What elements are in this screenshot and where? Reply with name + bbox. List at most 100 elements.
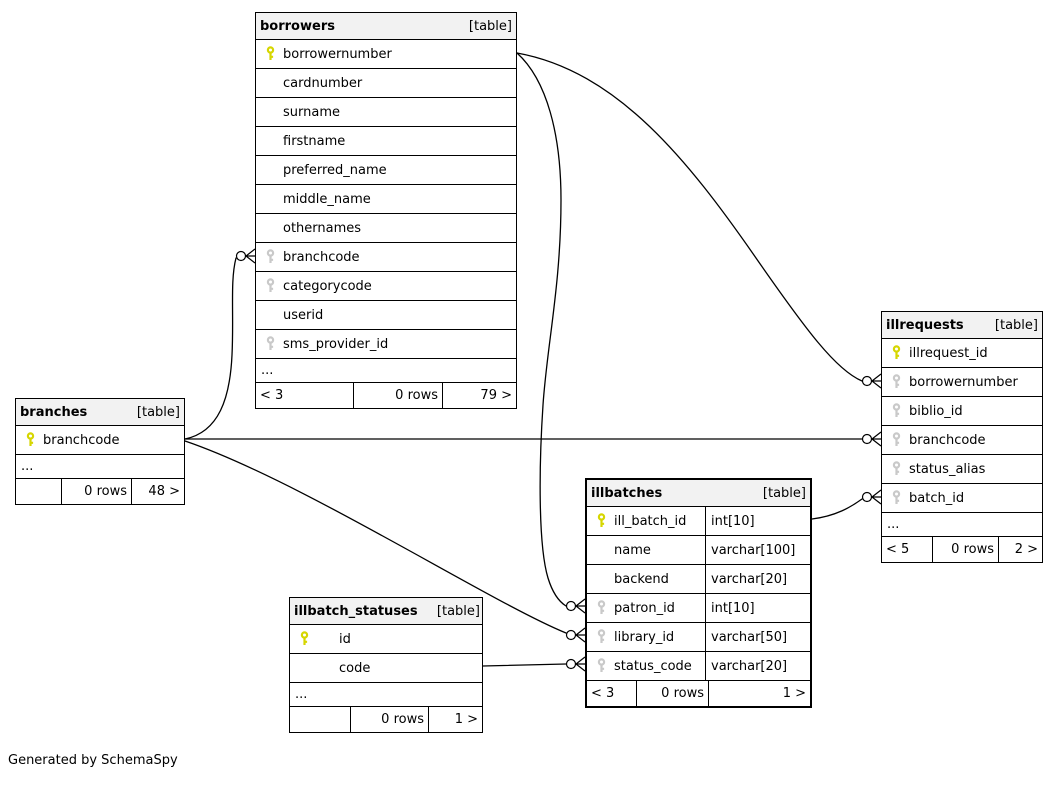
column-name: backend <box>614 571 669 587</box>
table-title[interactable]: borrowers <box>260 18 335 34</box>
crows-foot-icon <box>871 373 882 389</box>
column-row-batch-id: batch_id <box>882 484 1042 513</box>
table-title[interactable]: branches <box>20 404 88 420</box>
table-footer: < 3 0 rows 79 > <box>256 383 516 408</box>
table-header[interactable]: illrequests [table] <box>882 312 1042 339</box>
column-type: varchar[20] <box>705 652 810 680</box>
column-name: biblio_id <box>909 403 963 419</box>
column-row-middle-name: middle_name <box>256 185 516 214</box>
row-count: 0 rows <box>933 537 999 562</box>
column-name: batch_id <box>909 490 965 506</box>
column-name: status_code <box>614 658 692 674</box>
hidden-columns-right: 79 > <box>480 388 512 403</box>
table-header[interactable]: illbatch_statuses [table] <box>290 598 482 625</box>
primary-key-icon <box>888 345 904 361</box>
table-footer: < 5 0 rows 2 > <box>882 537 1042 562</box>
column-row-othernames: othernames <box>256 214 516 243</box>
foreign-key-icon <box>262 249 278 265</box>
more-columns-ellipsis: ... <box>16 455 184 479</box>
foreign-key-icon <box>262 278 278 294</box>
table-type-badge: [table] <box>468 18 512 34</box>
column-name: borrowernumber <box>909 374 1018 390</box>
column-row-branchcode: branchcode <box>256 243 516 272</box>
table-illbatches[interactable]: illbatches [table] ill_batch_id int[10] … <box>585 478 812 708</box>
row-count: 0 rows <box>354 383 443 408</box>
crows-foot-icon <box>575 598 586 614</box>
table-illrequests[interactable]: illrequests [table] illrequest_id borrow… <box>881 311 1043 563</box>
zero-one-circle <box>861 375 873 387</box>
zero-one-circle <box>565 658 577 670</box>
zero-one-circle <box>565 629 577 641</box>
more-columns-ellipsis: ... <box>882 513 1042 537</box>
column-name: userid <box>283 307 324 323</box>
table-title[interactable]: illbatches <box>591 485 663 501</box>
hidden-columns-right: 1 > <box>454 712 478 727</box>
column-name: cardnumber <box>283 75 363 91</box>
column-row-status-alias: status_alias <box>882 455 1042 484</box>
primary-key-icon <box>593 513 609 529</box>
crows-foot-icon <box>575 656 586 672</box>
column-name: name <box>614 542 651 558</box>
column-row-patron-id: patron_id int[10] <box>587 594 810 623</box>
column-row-ill-batch-id: ill_batch_id int[10] <box>587 507 810 536</box>
table-type-badge: [table] <box>436 603 480 619</box>
row-count: 0 rows <box>637 681 709 706</box>
table-header[interactable]: illbatches [table] <box>587 480 810 507</box>
table-illbatch-statuses[interactable]: illbatch_statuses [table] id code ... 0 … <box>289 597 483 733</box>
column-row-borrowernumber: borrowernumber <box>882 368 1042 397</box>
column-type: int[10] <box>705 507 810 535</box>
table-type-badge: [table] <box>136 404 180 420</box>
column-name: id <box>339 631 351 647</box>
table-borrowers[interactable]: borrowers [table] borrowernumber cardnum… <box>255 12 517 409</box>
column-name: status_alias <box>909 461 986 477</box>
more-columns-ellipsis: ... <box>256 359 516 383</box>
row-count: 0 rows <box>62 479 132 504</box>
column-name: branchcode <box>43 432 120 448</box>
crows-foot-icon <box>871 431 882 447</box>
foreign-key-icon <box>593 629 609 645</box>
table-branches[interactable]: branches [table] branchcode ... 0 rows 4… <box>15 398 185 505</box>
foreign-key-icon <box>262 336 278 352</box>
column-row-code: code <box>290 654 482 683</box>
column-type: int[10] <box>705 594 810 622</box>
primary-key-icon <box>22 432 38 448</box>
zero-one-circle <box>235 250 247 262</box>
relationship-line-illbatchstatuses-illbatches <box>482 663 567 667</box>
column-name: categorycode <box>283 278 372 294</box>
column-name: preferred_name <box>283 162 387 178</box>
column-row-status-code: status_code varchar[20] <box>587 652 810 681</box>
hidden-columns-left: < 3 <box>587 681 637 706</box>
column-name: borrowernumber <box>283 46 392 62</box>
column-name: branchcode <box>909 432 986 448</box>
hidden-columns-right: 48 > <box>148 484 180 499</box>
more-columns-ellipsis: ... <box>290 683 482 707</box>
column-row-sms-provider-id: sms_provider_id <box>256 330 516 359</box>
relationship-line-branches-borrowers <box>184 257 237 440</box>
hidden-columns-right: 2 > <box>1014 542 1038 557</box>
column-name: code <box>339 660 371 676</box>
zero-one-circle <box>565 600 577 612</box>
table-header[interactable]: borrowers [table] <box>256 13 516 40</box>
column-name: middle_name <box>283 191 371 207</box>
table-header[interactable]: branches [table] <box>16 399 184 426</box>
column-type: varchar[100] <box>705 536 810 564</box>
foreign-key-icon <box>888 490 904 506</box>
foreign-key-icon <box>593 658 609 674</box>
table-title[interactable]: illrequests <box>886 317 964 333</box>
column-name: illrequest_id <box>909 345 988 361</box>
column-row-illrequest-id: illrequest_id <box>882 339 1042 368</box>
foreign-key-icon <box>888 461 904 477</box>
table-title[interactable]: illbatch_statuses <box>294 603 418 619</box>
crows-foot-icon <box>245 248 256 264</box>
table-type-badge: [table] <box>762 485 806 501</box>
relationship-line-borrowers-illbatches <box>516 52 567 607</box>
column-name: firstname <box>283 133 346 149</box>
generator-credit: Generated by SchemaSpy <box>8 753 178 768</box>
column-name: sms_provider_id <box>283 336 389 352</box>
foreign-key-icon <box>888 403 904 419</box>
column-row-surname: surname <box>256 98 516 127</box>
column-name: library_id <box>614 629 675 645</box>
primary-key-icon <box>262 46 278 62</box>
foreign-key-icon <box>593 600 609 616</box>
